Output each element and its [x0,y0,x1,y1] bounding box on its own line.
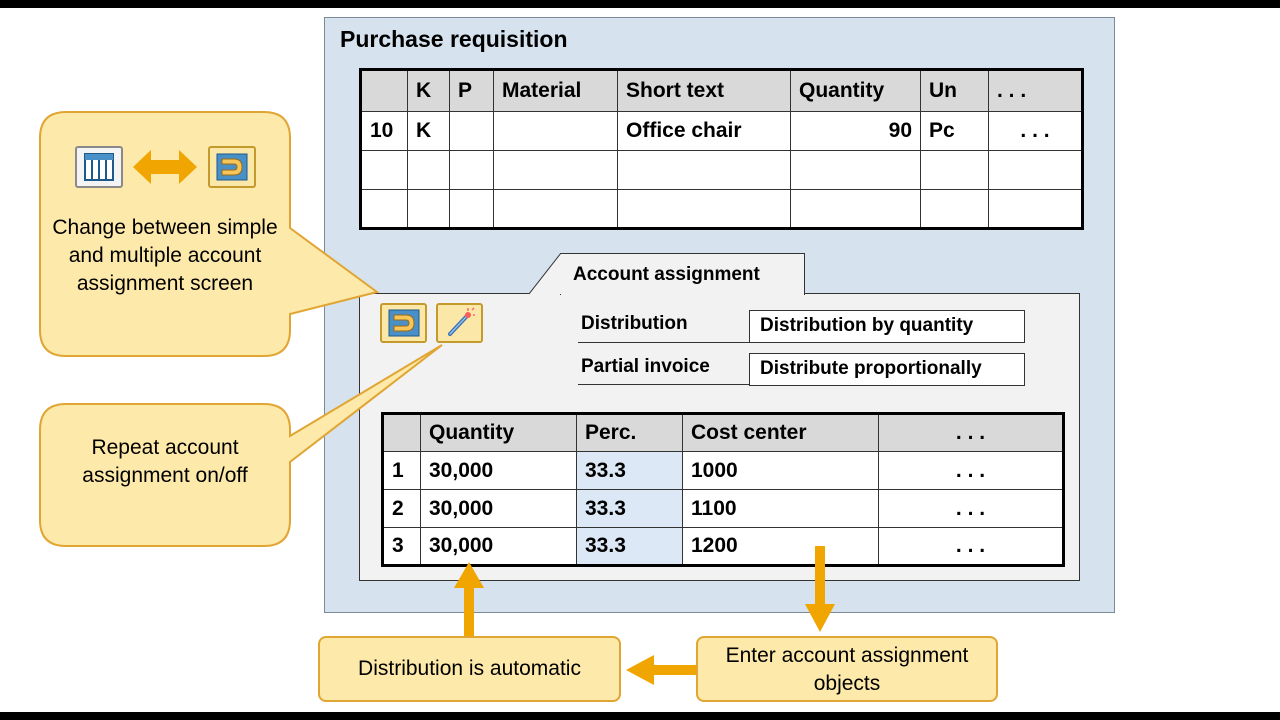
arrow-left-to-distribution [626,655,696,685]
double-arrow-icon [133,150,197,184]
table-cell[interactable] [920,150,989,190]
table-row[interactable] [360,189,1083,229]
top-border-bar [0,0,1280,8]
table-cell[interactable]: . . . [878,451,1064,490]
table-cell[interactable] [493,150,618,190]
table-cell[interactable] [449,150,494,190]
table-cell[interactable] [407,189,450,229]
table-cell[interactable] [988,189,1083,229]
table-cell[interactable]: Pc [920,111,989,151]
column-header: Un [920,69,989,112]
row-number: 2 [382,489,421,528]
page-title: Purchase requisition [340,26,568,52]
table-row[interactable]: 1 30,000 33.3 1000 . . . [382,451,1064,490]
row-number: 1 [382,451,421,490]
distribution-field[interactable]: Distribution by quantity [749,310,1025,343]
percentage-cell[interactable]: 33.3 [576,489,683,528]
table-cell[interactable] [360,150,408,190]
requisition-items-table: K P Material Short text Quantity Un . . … [359,68,1084,230]
column-header: Cost center [682,413,879,452]
table-cell[interactable] [790,150,921,190]
enter-objects-text: Enter account assignment objects [725,644,969,695]
bottom-border-bar [0,712,1280,720]
column-header: Short text [617,69,791,112]
table-cell[interactable] [617,189,791,229]
table-header-row: Quantity Perc. Cost center . . . [382,413,1064,452]
column-header: Perc. [576,413,683,452]
repeat-assignment-callout-text: Repeat account assignment on/off [82,436,248,487]
table-cell[interactable]: 90 [790,111,921,151]
table-row[interactable]: 10 K Office chair 90 Pc . . . [360,111,1083,151]
partial-invoice-field[interactable]: Distribute proportionally [749,353,1025,386]
table-row[interactable]: 3 30,000 33.3 1200 . . . [382,527,1064,566]
column-header [360,69,408,112]
column-header [382,413,421,452]
row-number: 3 [382,527,421,566]
table-cell[interactable] [360,189,408,229]
table-header-row: K P Material Short text Quantity Un . . … [360,69,1083,112]
table-cell[interactable]: Office chair [617,111,791,151]
table-cell[interactable] [449,111,494,151]
table-cell[interactable] [493,111,618,151]
table-cell[interactable] [493,189,618,229]
distribution-automatic-text: Distribution is automatic [358,657,581,680]
quantity-cell[interactable]: 30,000 [420,527,577,566]
column-header: Quantity [420,413,577,452]
repeat-account-assignment-button[interactable] [436,303,483,343]
table-row[interactable] [360,150,1083,190]
table-row[interactable]: 2 30,000 33.3 1100 . . . [382,489,1064,528]
quantity-cell[interactable]: 30,000 [420,451,577,490]
table-cell[interactable] [407,150,450,190]
table-cell[interactable] [449,189,494,229]
percentage-cell[interactable]: 33.3 [576,527,683,566]
account-assignment-table: Quantity Perc. Cost center . . . 1 30,00… [381,412,1065,567]
table-cell[interactable]: K [407,111,450,151]
table-cell[interactable]: . . . [988,111,1083,151]
percentage-cell[interactable]: 33.3 [576,451,683,490]
magic-wand-icon [447,307,475,336]
column-header: K [407,69,450,112]
distribution-automatic-box [318,636,621,702]
quantity-cell[interactable]: 30,000 [420,489,577,528]
table-view-icon [84,153,114,181]
table-cell[interactable]: . . . [878,527,1064,566]
simple-assignment-button [75,146,123,188]
table-cell[interactable] [988,150,1083,190]
distribution-underline [578,342,750,343]
table-cell[interactable] [617,150,791,190]
multiple-account-assignment-icon [388,309,419,337]
distribution-label: Distribution [581,313,688,334]
cost-center-cell[interactable]: 1200 [682,527,879,566]
column-header: P [449,69,494,112]
tab-slope-shape [529,253,562,295]
partial-invoice-underline [578,384,750,385]
tab-account-assignment[interactable]: Account assignment [560,253,805,295]
table-cell[interactable] [790,189,921,229]
column-header: Quantity [790,69,921,112]
table-cell[interactable]: . . . [878,489,1064,528]
column-header: . . . [988,69,1083,112]
column-header: Material [493,69,618,112]
multiple-account-assignment-button[interactable] [380,303,427,343]
partial-invoice-label: Partial invoice [581,356,710,377]
column-header: . . . [878,413,1064,452]
cost-center-cell[interactable]: 1000 [682,451,879,490]
multiple-account-assignment-icon [216,153,248,181]
enter-objects-box [696,636,998,702]
multiple-assignment-icon-box [208,146,256,188]
table-cell[interactable] [920,189,989,229]
table-cell[interactable]: 10 [360,111,408,151]
cost-center-cell[interactable]: 1100 [682,489,879,528]
change-screen-callout-text: Change between simple and multiple accou… [52,216,278,295]
